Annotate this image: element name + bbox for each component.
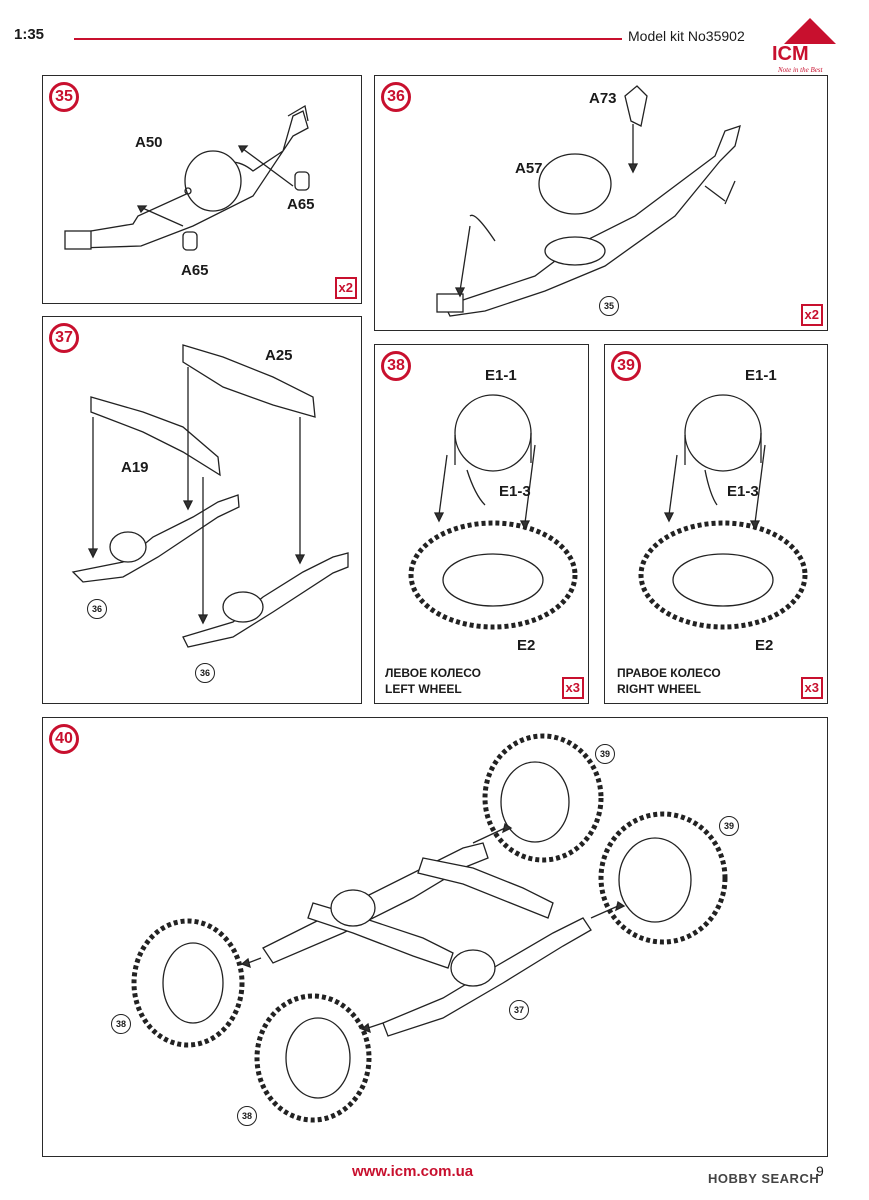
axle-drawing-35	[64, 104, 310, 251]
step-ref-36: 36	[195, 663, 215, 683]
svg-text:Note in the Best: Note in the Best	[777, 66, 824, 74]
part-label-a50: A50	[135, 134, 163, 151]
part-label-e2: E2	[517, 637, 536, 654]
part-label-e1-3: E1-3	[499, 483, 531, 500]
part-label-a73: A73	[589, 90, 617, 107]
caption-en: RIGHT WHEEL	[617, 682, 701, 696]
part-label-a19: A19	[121, 459, 149, 476]
step-ref-38: 38	[237, 1106, 257, 1126]
part-label-e1-1: E1-1	[485, 367, 517, 384]
step-number-40: 40	[49, 724, 79, 754]
step-ref-39: 39	[595, 744, 615, 764]
step-37-panel: 37 A25 A19 36 36	[42, 316, 362, 704]
multiplier-badge: x3	[561, 677, 584, 699]
multiplier-badge: x3	[800, 677, 823, 699]
spring-assembly-drawing-37	[71, 344, 349, 648]
page-number: 9	[816, 1163, 824, 1179]
watermark: HOBBY SEARCH	[708, 1171, 820, 1186]
step-ref-37: 37	[509, 1000, 529, 1020]
part-label-e2: E2	[755, 637, 774, 654]
icm-logo: ICM Note in the Best	[764, 14, 856, 78]
part-label-a65: A65	[287, 196, 315, 213]
wheel-drawing-38	[408, 394, 578, 630]
step-number-37: 37	[49, 323, 79, 353]
step-ref-39: 39	[719, 816, 739, 836]
step-number-35: 35	[49, 82, 79, 112]
step-number-39: 39	[611, 351, 641, 381]
step-38-panel: 38 E1-1 E1-3 E2 ЛЕВОЕ КОЛЕСО LEFT WHEEL …	[374, 344, 589, 704]
caption-en: LEFT WHEEL	[385, 682, 462, 696]
multiplier-badge: x2	[800, 304, 823, 326]
multiplier-badge: x2	[334, 277, 357, 299]
part-label-e1-1: E1-1	[745, 367, 777, 384]
part-label-a57: A57	[515, 160, 543, 177]
wheel-drawing-39	[638, 394, 808, 630]
step-35-panel: 35 A50 A65 A65 x2	[42, 75, 362, 304]
axle-drawing-36	[436, 85, 741, 317]
header-rule	[74, 38, 622, 40]
step-ref-36: 36	[87, 599, 107, 619]
scale-label: 1:35	[14, 26, 45, 43]
svg-text:ICM: ICM	[772, 43, 809, 65]
caption-ru: ПРАВОЕ КОЛЕСО	[617, 666, 721, 680]
step-number-36: 36	[381, 82, 411, 112]
step-number-38: 38	[381, 351, 411, 381]
website-link[interactable]: www.icm.com.ua	[352, 1163, 474, 1180]
chassis-assembly-drawing-40	[131, 733, 728, 1123]
step-ref-35: 35	[599, 296, 619, 316]
caption-ru: ЛЕВОЕ КОЛЕСО	[385, 666, 481, 680]
step-40-panel: 40 39 39 38 37 38	[42, 717, 828, 1157]
step-39-panel: 39 E1-1 E1-3 E2 ПРАВОЕ КОЛЕСО RIGHT WHEE…	[604, 344, 828, 704]
part-label-e1-3: E1-3	[727, 483, 759, 500]
part-label-a65: A65	[181, 262, 209, 279]
part-label-a25: A25	[265, 347, 293, 364]
step-ref-38: 38	[111, 1014, 131, 1034]
kit-number: Model kit No35902	[628, 28, 745, 44]
step-36-panel: 36 A73 A57 35 x2	[374, 75, 828, 331]
